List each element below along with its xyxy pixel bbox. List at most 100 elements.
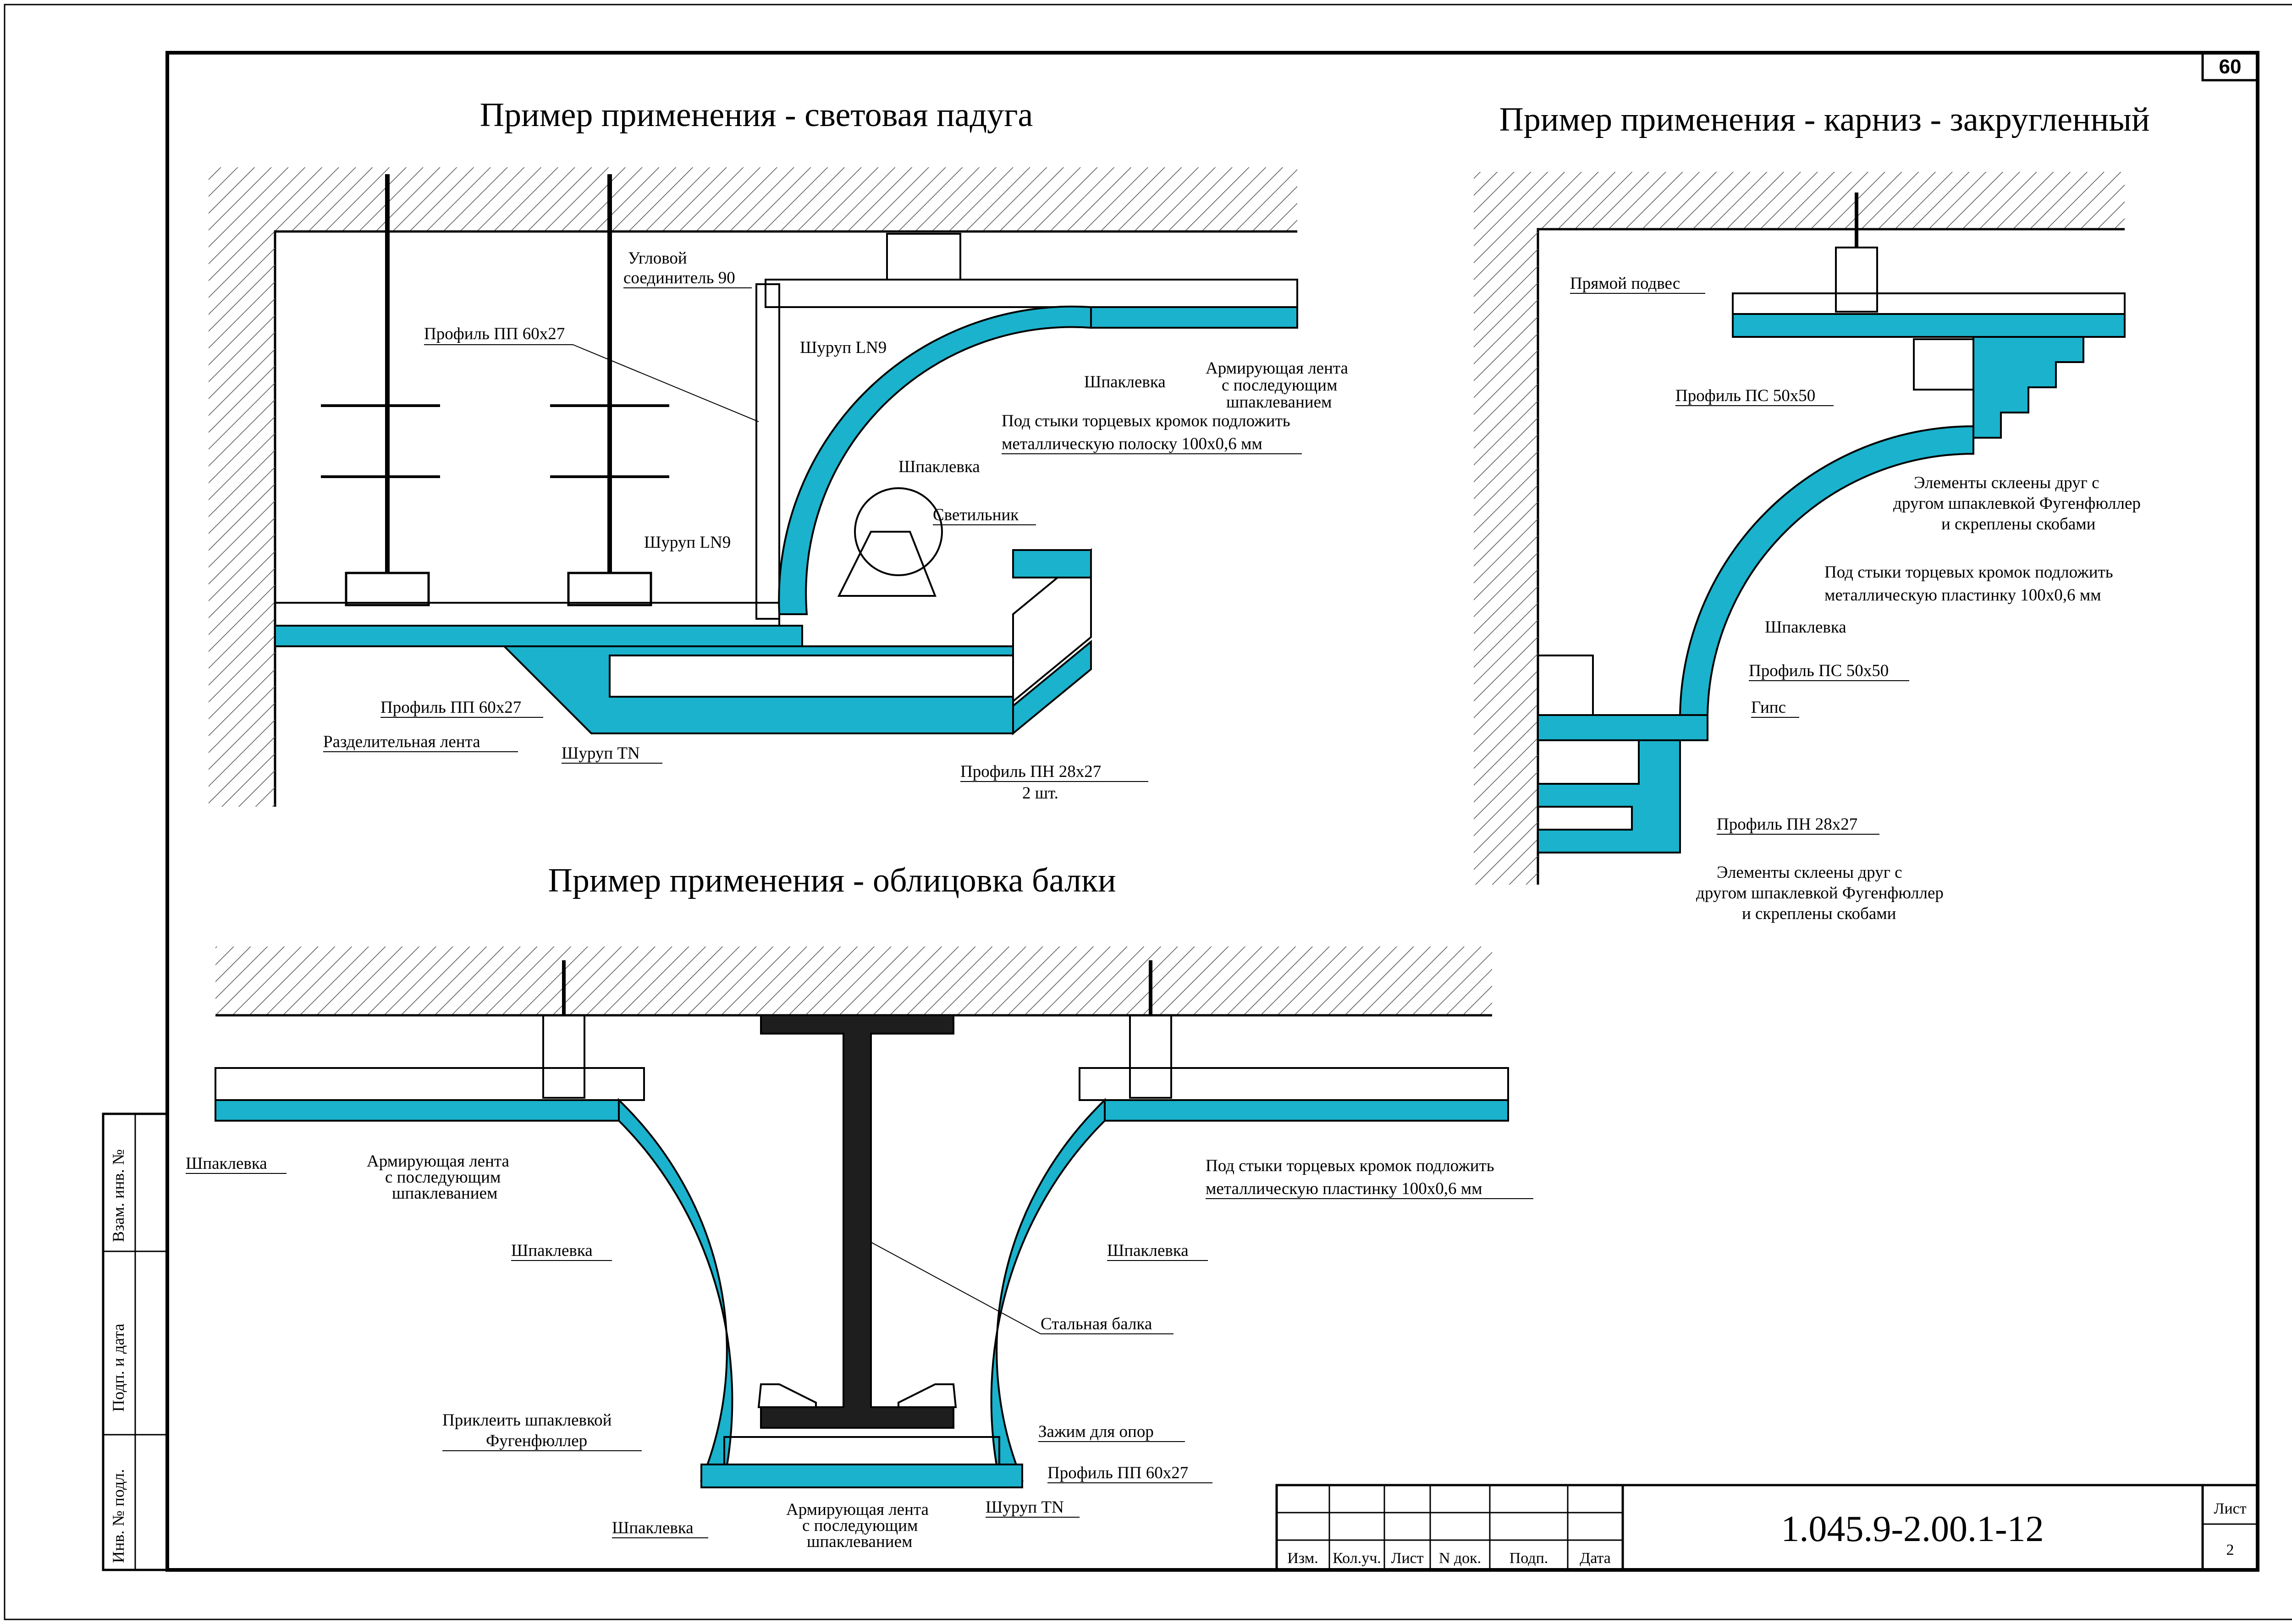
label-beam-tape-b3: шпаклеванием (807, 1532, 912, 1551)
hanger-right (550, 174, 669, 606)
drawing-code: 1.045.9-2.00.1-12 (1781, 1509, 2044, 1549)
hanger-left (321, 174, 440, 606)
cove-curved-board (778, 305, 1092, 615)
cornice-top-profile (1732, 292, 2126, 315)
sheet-label: Лист (2214, 1500, 2246, 1517)
beam-title: Пример применения - облицовка балки (548, 862, 1116, 899)
cornice-top-board (1732, 313, 2126, 338)
label-beam-profile-pp: Профиль ПП 60х27 (1047, 1464, 1188, 1482)
label-screw-tn: Шуруп TN (562, 744, 640, 763)
top-board (1090, 306, 1298, 329)
label-beam-screw-tn: Шуруп TN (986, 1498, 1064, 1517)
label-corner-connector-1: Угловой (628, 249, 687, 268)
beam-hanger-right (1129, 960, 1172, 1099)
beam-curve-left (618, 1098, 733, 1481)
side-stamp: Взам. инв. № Подп. и дата Инв. № подл. (102, 1112, 169, 1571)
label-beam-putty-arc-right: Шпаклевка (1107, 1241, 1189, 1260)
label-screw-ln9-top: Шуруп LN9 (800, 338, 887, 357)
cornice-wall (1474, 229, 1538, 885)
section-cornice: Пример применения - карниз - закругленны… (1474, 101, 2150, 923)
title-block: Изм. Кол.уч. Лист N док. Подп. Дата 1.04… (1275, 1484, 2259, 1571)
page-number: 60 (2219, 55, 2242, 78)
title-col-kolutch: Кол.уч. (1333, 1550, 1381, 1567)
direct-hanger (1835, 193, 1878, 313)
top-hanger-box (886, 233, 961, 281)
label-glued-b3: и скреплены скобами (1742, 904, 1896, 923)
label-glued-b2: другом шпаклевкой Фугенфюллер (1696, 884, 1944, 903)
beam-hanger-left (542, 960, 585, 1099)
label-glued-2: другом шпаклевкой Фугенфюллер (1893, 494, 2141, 513)
page-number-box: 60 (2201, 51, 2259, 82)
trough-top-board (1012, 549, 1092, 578)
beam-board-right (1104, 1099, 1509, 1122)
sheet-number: 2 (2226, 1541, 2234, 1558)
label-putty-1: Шпаклевка (1084, 373, 1166, 391)
outer-frame (4, 4, 2292, 1620)
side-stamp-podp: Подп. и дата (109, 1324, 127, 1412)
label-glue-2: Фугенфюллер (486, 1431, 587, 1450)
label-beam-tape-b2: с последующим (802, 1516, 918, 1535)
label-beam-tape-1: Армирующая лента (367, 1152, 509, 1171)
label-beam-tape-3: шпаклеванием (392, 1184, 497, 1203)
label-beam-joint-2: металлическую пластинку 100х0,6 мм (1206, 1179, 1482, 1198)
label-gypsum: Гипс (1751, 698, 1786, 717)
trough-profile (609, 655, 1014, 698)
label-profile-pn: Профиль ПН 28х27 (1717, 815, 1857, 834)
beam-profile-right (1079, 1067, 1509, 1101)
wall-left (209, 231, 275, 807)
label-screw-ln9-mid: Шуруп LN9 (644, 533, 731, 552)
title-col-data: Дата (1580, 1550, 1611, 1567)
beam-board-left (215, 1099, 620, 1122)
label-separating-tape: Разделительная лента (323, 732, 480, 751)
light-cove-title: Пример применения - световая падуга (480, 96, 1033, 134)
side-stamp-inv: Инв. № подл. (109, 1469, 127, 1563)
label-profile-ps-top: Профиль ПС 50х50 (1675, 386, 1815, 405)
beam-bottom-profile (723, 1436, 1000, 1465)
label-cornice-joint-2: металлическую пластинку 100х0,6 мм (1824, 586, 2101, 605)
steel-beam (760, 1014, 954, 1429)
title-col-list: Лист (1391, 1550, 1423, 1567)
label-tape-3: шпаклеванием (1226, 393, 1332, 412)
cornice-ceiling-slab (1474, 172, 2125, 229)
label-beam-putty-bottom: Шпаклевка (612, 1519, 694, 1537)
label-profile-pp-top: Профиль ПП 60х27 (424, 325, 565, 343)
label-cornice-putty: Шпаклевка (1765, 618, 1846, 637)
label-glued-1: Элементы склеены друг с (1914, 473, 2099, 492)
title-col-podp: Подп. (1510, 1550, 1548, 1567)
label-profile-pp-bottom: Профиль ПП 60х27 (380, 698, 521, 717)
label-beam-tape-b1: Армирующая лента (786, 1500, 929, 1519)
label-lamp: Светильник (933, 506, 1019, 524)
label-glue-1: Приклеить шпаклевкой (442, 1411, 612, 1430)
lamp-icon (837, 487, 943, 597)
label-putty-2: Шпаклевка (898, 457, 980, 476)
upper-profile (765, 279, 1298, 308)
beam-ceiling-slab (215, 947, 1492, 1015)
label-joint-2: металлическую полоску 100х0,6 мм (1002, 435, 1262, 453)
clamp-right (898, 1383, 957, 1408)
label-profile-pn-1: Профиль ПН 28х27 (960, 762, 1101, 781)
cornice-profile-ps-top (1913, 338, 1974, 391)
section-beam: Пример применения - облицовка балки Шпак (186, 862, 1533, 1551)
label-tape-1: Армирующая лента (1206, 359, 1348, 378)
cornice-steps-bottom (1537, 739, 1681, 853)
cornice-title: Пример применения - карниз - закругленны… (1499, 101, 2149, 138)
label-profile-ps-bottom: Профиль ПС 50х50 (1749, 661, 1889, 680)
label-beam-tape-2: с последующим (385, 1168, 501, 1187)
label-corner-connector-2: соединитель 90 (623, 269, 735, 287)
lower-board (274, 625, 803, 647)
label-beam-putty-arc-left: Шпаклевка (511, 1241, 593, 1260)
inner-frame (165, 51, 2259, 1572)
cornice-bottom-board (1537, 714, 1708, 741)
title-col-ndok: N док. (1439, 1550, 1481, 1567)
label-cornice-joint-1: Под стыки торцевых кромок подложить (1824, 563, 2113, 582)
ceiling-slab (209, 167, 1297, 231)
cornice-profile-ps-bottom (1537, 655, 1594, 716)
label-beam-putty-left: Шпаклевка (186, 1154, 267, 1173)
trough-side-board (1012, 639, 1092, 736)
label-joint-1: Под стыки торцевых кромок подложить (1002, 412, 1290, 430)
side-stamp-vzam: Взам. инв. № (109, 1149, 127, 1242)
label-steel-beam: Стальная балка (1041, 1315, 1152, 1333)
label-direct-hanger: Прямой подвес (1570, 274, 1680, 293)
label-clamp: Зажим для опор (1038, 1422, 1154, 1441)
